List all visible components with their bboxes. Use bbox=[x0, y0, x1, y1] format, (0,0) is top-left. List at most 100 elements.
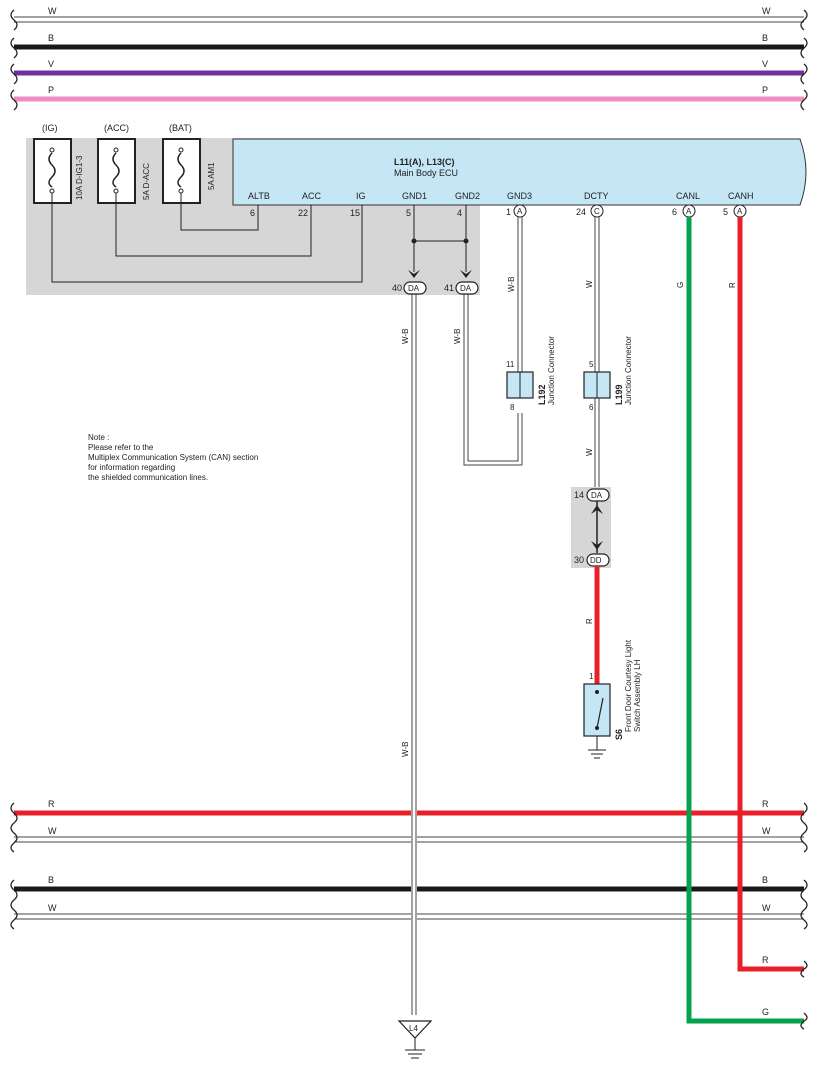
switch-name-2: Switch Assembly LH bbox=[633, 659, 642, 732]
wire-label-gnd1-lower: W-B bbox=[401, 742, 410, 757]
pin-bottom: 8 bbox=[510, 403, 515, 412]
arrow-down-icon bbox=[408, 270, 420, 278]
fuse-rating: 10A D-IG1-3 bbox=[75, 155, 84, 200]
terminal-canl: CANL bbox=[676, 191, 700, 201]
terminal-altb: ALTB bbox=[248, 191, 270, 201]
outgoing-label-r: R bbox=[762, 955, 769, 965]
terminal-dcty: DCTY bbox=[584, 191, 609, 201]
switch-name-1: Front Door Courtesy Light bbox=[624, 639, 633, 732]
top-bus-b: B B bbox=[14, 33, 804, 50]
conn-canh: A bbox=[737, 207, 743, 216]
inline-connector: DA 14 DD 30 bbox=[574, 488, 610, 567]
connector-id: DA bbox=[408, 284, 420, 293]
bus-label-right: P bbox=[762, 85, 768, 95]
fuse-power-label: (ACC) bbox=[104, 123, 129, 133]
bus-label-right: V bbox=[762, 59, 768, 69]
bus-label-right: R bbox=[762, 799, 769, 809]
bottom-bus-break-marks bbox=[10, 802, 808, 1030]
wire-label-gnd3: W-B bbox=[507, 277, 516, 292]
pin-gnd3: 1 bbox=[506, 207, 511, 217]
canl-wire bbox=[686, 217, 804, 1024]
note: Note : Please refer to the Multiplex Com… bbox=[88, 433, 258, 482]
fuse-ig: (IG) 10A D-IG1-3 bbox=[33, 123, 84, 204]
terminal-acc: ACC bbox=[302, 191, 322, 201]
bus-label-right: W bbox=[762, 903, 771, 913]
bus-label-left: B bbox=[48, 875, 54, 885]
bottom-bus-r: R R bbox=[14, 799, 804, 816]
ground-icon bbox=[588, 749, 606, 759]
bottom-bus-w2: W W bbox=[14, 903, 804, 920]
wire-label-canl: G bbox=[676, 282, 685, 288]
fuse-wires bbox=[51, 193, 363, 283]
bus-label-left: W bbox=[48, 6, 57, 16]
wire-label-dcty-lower: R bbox=[585, 618, 594, 624]
terminal-canh: CANH bbox=[728, 191, 754, 201]
bus-label-left: P bbox=[48, 85, 54, 95]
terminal-gnd2: GND2 bbox=[455, 191, 480, 201]
conn-gnd3: A bbox=[517, 207, 523, 216]
pin-dcty: 24 bbox=[576, 207, 586, 217]
dcty-wire-upper bbox=[594, 217, 600, 372]
wire-label-dcty-upper: W bbox=[585, 280, 594, 288]
bus-label-left: W bbox=[48, 826, 57, 836]
inline-bottom-id: DD bbox=[590, 556, 602, 565]
pin-ig: 15 bbox=[350, 208, 360, 218]
junction-dot bbox=[463, 238, 469, 244]
pin-top: 5 bbox=[589, 360, 594, 369]
fuse-power-label: (IG) bbox=[42, 123, 58, 133]
note-line-4: for information regarding bbox=[88, 463, 175, 472]
bottom-bus-w1: W W bbox=[14, 826, 804, 843]
wire-label-gnd2: W-B bbox=[453, 329, 462, 344]
dcty-wire-middle bbox=[594, 398, 600, 489]
fuse-bat: (BAT) 5A AM1 bbox=[162, 123, 216, 204]
top-bus-w: W W bbox=[14, 6, 804, 23]
ecu-body bbox=[232, 138, 807, 206]
pin-altb: 6 bbox=[250, 208, 255, 218]
bus-label-right: B bbox=[762, 33, 768, 43]
gnd2-wire bbox=[463, 294, 523, 466]
pin-gnd1: 5 bbox=[406, 208, 411, 218]
bus-label-right: W bbox=[762, 6, 771, 16]
bus-label-left: W bbox=[48, 903, 57, 913]
ground-point-label: L4 bbox=[409, 1024, 418, 1033]
note-line-3: Multiplex Communication System (CAN) sec… bbox=[88, 453, 258, 462]
conn-dcty: C bbox=[594, 207, 600, 216]
fuse-power-label: (BAT) bbox=[169, 123, 192, 133]
pin-top: 11 bbox=[506, 360, 515, 369]
junction-connector-l199: 5 6 L199 Junction Connector bbox=[583, 336, 633, 412]
outgoing-label-g: G bbox=[762, 1007, 769, 1017]
connector-name: Junction Connector bbox=[547, 336, 556, 405]
inline-bottom-pin: 30 bbox=[574, 555, 584, 565]
fuse-rating: 5A AM1 bbox=[207, 162, 216, 190]
gnd3-wire bbox=[517, 217, 523, 372]
pin-gnd2: 4 bbox=[457, 208, 462, 218]
connector-pin: 40 bbox=[392, 283, 402, 293]
terminal-gnd1: GND1 bbox=[402, 191, 427, 201]
connector-da-40: DA 40 bbox=[392, 281, 427, 295]
pin-acc: 22 bbox=[298, 208, 308, 218]
arrow-up-icon bbox=[591, 505, 603, 514]
arrow-down-icon bbox=[591, 541, 603, 550]
ecu-connector-circles bbox=[513, 204, 747, 218]
connector-id: DA bbox=[460, 284, 472, 293]
gnd1-wire-overlay bbox=[411, 800, 417, 1015]
ecu-subtitle: Main Body ECU bbox=[394, 168, 458, 178]
junction-connector-l192: 11 8 L192 Junction Connector bbox=[506, 336, 556, 412]
connector-da-41: DA 41 bbox=[444, 281, 479, 295]
canh-wire bbox=[737, 217, 804, 972]
bus-label-left: V bbox=[48, 59, 54, 69]
pin-bottom: 6 bbox=[589, 403, 594, 412]
terminal-gnd3: GND3 bbox=[507, 191, 532, 201]
ground-point-l4: L4 bbox=[397, 1020, 433, 1059]
connector-name: Junction Connector bbox=[624, 336, 633, 405]
bus-label-right: W bbox=[762, 826, 771, 836]
door-courtesy-switch: 1 S6 Front Door Courtesy Light Switch As… bbox=[583, 639, 642, 759]
wire-label-canh: R bbox=[728, 282, 737, 288]
top-bus-p: P P bbox=[14, 85, 804, 102]
connector-id: L192 bbox=[537, 384, 547, 405]
pin-canh: 5 bbox=[723, 207, 728, 217]
fuse-rating: 5A D-ACC bbox=[142, 163, 151, 200]
wire-label-dcty-middle: W bbox=[585, 448, 594, 456]
fuse-acc: (ACC) 5A D-ACC bbox=[97, 123, 151, 204]
